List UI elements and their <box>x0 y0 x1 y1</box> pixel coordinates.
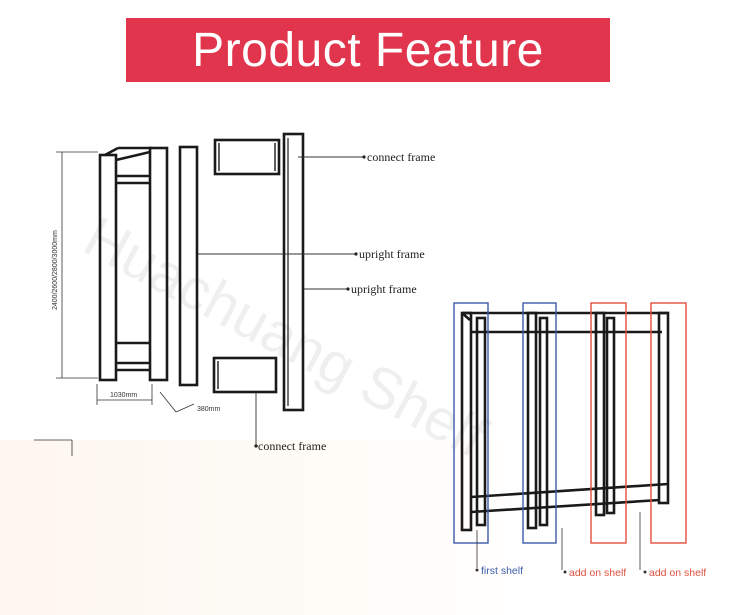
legend-dots <box>475 568 647 574</box>
width-dimension: 1030mm <box>110 392 137 399</box>
exploded-frame-drawing <box>98 132 305 412</box>
callout-leaders <box>198 156 364 447</box>
height-dimension: 2400/2600/2800/3000mm <box>52 230 59 310</box>
legend-first-shelf: first shelf <box>481 565 523 577</box>
callout-dots <box>254 155 366 448</box>
callout-upright-frame-1: upright frame <box>359 247 425 261</box>
callout-upright-frame-2: upright frame <box>351 282 417 296</box>
callout-connect-frame-top: connect frame <box>367 150 435 164</box>
product-feature-banner: Product Feature <box>126 18 610 82</box>
first-shelf-highlight <box>453 302 489 544</box>
add-on-shelf-highlight-1 <box>590 302 627 544</box>
upright-frame-1 <box>178 145 199 387</box>
dimension-lines <box>34 151 195 456</box>
first-shelf-highlight-2 <box>522 302 557 544</box>
connect-frame-bottom <box>212 356 278 394</box>
add-on-shelf-highlight-2 <box>650 302 687 544</box>
depth-dimension: 380mm <box>197 406 221 413</box>
legend-add-on-shelf-2: add on shelf <box>649 567 706 579</box>
callout-connect-frame-bottom: connect frame <box>258 439 326 453</box>
legend-leaders <box>476 512 641 570</box>
banner-title: Product Feature <box>192 23 544 77</box>
connect-frame-top <box>213 138 281 176</box>
upright-frame-2 <box>282 132 305 412</box>
legend-add-on-shelf-1: add on shelf <box>569 567 626 579</box>
watermark: Huachuang Shelf <box>74 204 498 471</box>
assembled-unit <box>98 146 169 382</box>
assembled-shelf-run <box>460 311 670 532</box>
